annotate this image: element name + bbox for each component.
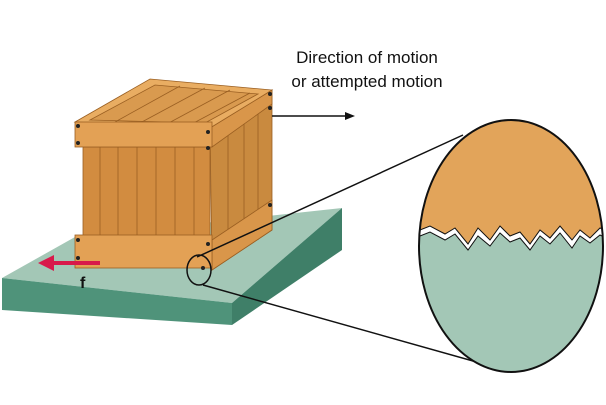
friction-label: f <box>80 275 86 292</box>
motion-label: Direction of motion or attempted motion <box>272 46 462 94</box>
magnifier-lines <box>196 134 506 371</box>
crate-top-rail <box>74 121 213 148</box>
magnifier-large-circle <box>418 119 604 373</box>
magnified-surface-view <box>419 120 603 372</box>
crate-nails <box>76 92 272 270</box>
crate-front-body <box>82 146 211 238</box>
motion-label-line2: or attempted motion <box>291 72 443 91</box>
motion-label-line1: Direction of motion <box>296 48 438 67</box>
magnifier-small-circle <box>186 254 212 286</box>
motion-arrow <box>272 112 355 120</box>
crate <box>73 78 274 271</box>
friction-arrow <box>38 255 100 271</box>
